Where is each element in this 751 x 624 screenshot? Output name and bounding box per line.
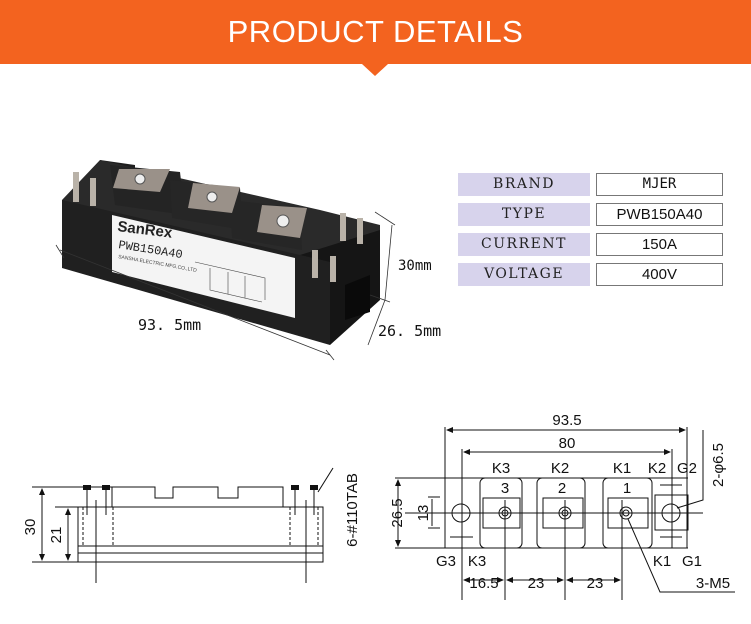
spec-label: TYPE <box>458 203 590 226</box>
terminal-label: G2 <box>677 460 697 477</box>
spec-value: 400V <box>596 263 723 286</box>
gate-label: G3 <box>436 553 456 570</box>
height-dimension: 30mm <box>398 258 432 274</box>
gate-label: K3 <box>468 553 486 570</box>
hole-note: 2-φ6.5 <box>710 443 727 487</box>
spec-value: MJER <box>596 173 723 196</box>
width-dimension: 26. 5mm <box>378 322 441 340</box>
spec-row-brand: BRAND MJER <box>458 173 723 196</box>
spec-label: BRAND <box>458 173 590 196</box>
terminal-label: K3 <box>492 460 510 477</box>
brand-logo: SanRex <box>117 218 174 242</box>
terminal-label: K2 <box>648 460 666 477</box>
terminal-pad-icon <box>113 169 307 238</box>
pitch-label: 23 <box>587 575 604 592</box>
pitch-label: 23 <box>528 575 545 592</box>
terminal-label: K1 <box>613 460 631 477</box>
terminal-number: 2 <box>558 480 566 497</box>
side-body-height: 21 <box>48 527 65 544</box>
circuit-diagram-icon <box>194 261 266 303</box>
terminal-number: 1 <box>623 480 631 497</box>
spec-row-voltage: VOLTAGE 400V <box>458 263 723 286</box>
terminal-label: K2 <box>551 460 569 477</box>
page-title: PRODUCT DETAILS <box>227 14 524 49</box>
spec-label: CURRENT <box>458 233 590 256</box>
pitch-label: 16.5 <box>469 575 498 592</box>
screw-note: 3-M5 <box>696 575 730 592</box>
spec-row-current: CURRENT 150A <box>458 233 723 256</box>
length-dimension: 93. 5mm <box>138 316 201 334</box>
spec-label: VOLTAGE <box>458 263 590 286</box>
overall-length-label: 93.5 <box>552 412 581 429</box>
header-pointer <box>362 64 388 76</box>
spec-row-type: TYPE PWB150A40 <box>458 203 723 226</box>
height-label: 26.5 <box>389 498 406 527</box>
side-total-height: 30 <box>22 519 39 536</box>
header-banner: PRODUCT DETAILS <box>0 0 751 64</box>
spec-value: PWB150A40 <box>596 203 723 226</box>
gate-label: K1 <box>653 553 671 570</box>
mount-pitch-label: 80 <box>559 435 576 452</box>
inner-height-label: 13 <box>415 505 432 522</box>
terminal-number: 3 <box>501 480 509 497</box>
tab-note: 6-#110TAB <box>344 473 361 547</box>
gate-label: G1 <box>682 553 702 570</box>
spec-value: 150A <box>596 233 723 256</box>
